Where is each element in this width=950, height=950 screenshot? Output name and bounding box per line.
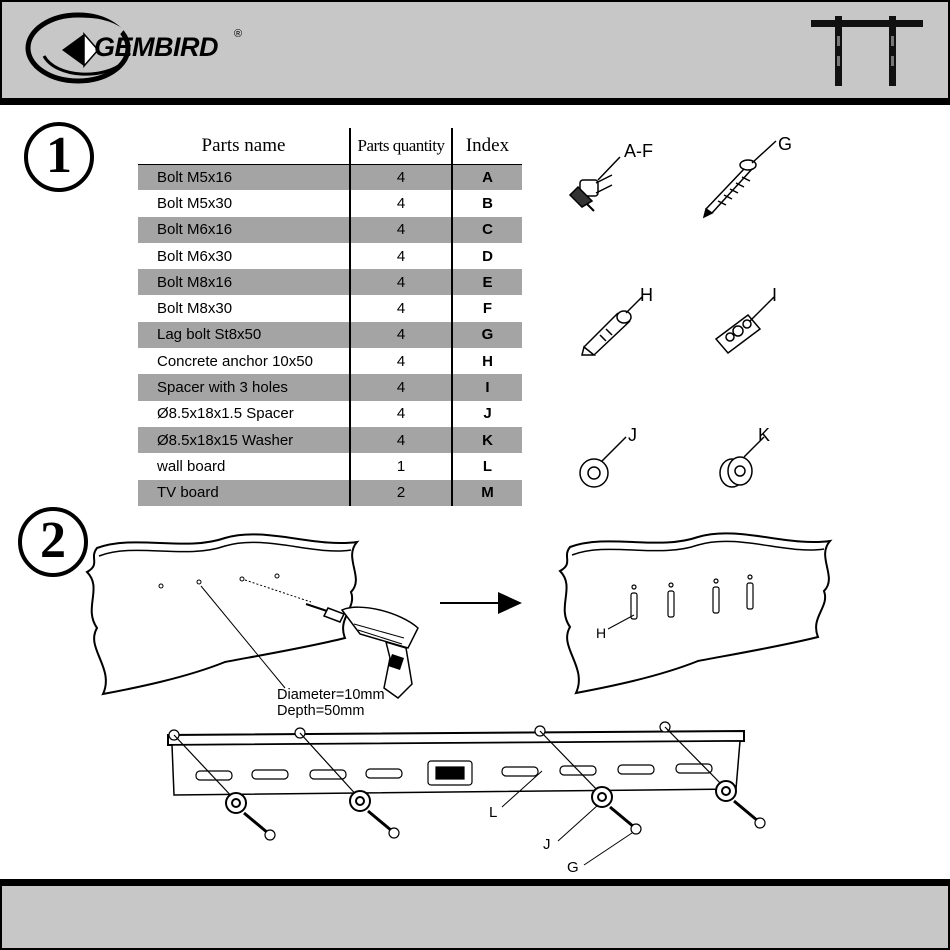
part-quantity: 4 — [349, 242, 453, 270]
anchor-label-h: H — [596, 625, 607, 641]
part-name: Spacer with 3 holes — [138, 374, 350, 401]
part-label-k: K — [758, 425, 771, 445]
arrow-right-icon — [440, 592, 522, 614]
rail-label-l: L — [489, 804, 498, 821]
spec-depth: Depth=50mm — [277, 703, 365, 719]
part-label-j: J — [628, 425, 637, 445]
part-index: A — [452, 164, 522, 191]
header-band: GEMBIRD ® — [0, 0, 950, 100]
part-index: L — [482, 457, 493, 475]
part-index: K — [452, 426, 522, 454]
parts-illustrations — [568, 140, 777, 488]
power-drill-icon — [305, 603, 419, 699]
part-quantity: 4 — [349, 400, 453, 427]
table-row: Bolt M6x30 4 D — [138, 242, 522, 270]
part-name: Ø8.5x18x15 Washer — [138, 426, 350, 454]
brand-name: GEMBIRD — [94, 32, 219, 62]
part-quantity: 4 — [349, 190, 453, 217]
gembird-logo-icon — [25, 12, 131, 84]
part-label-a-f: A-F — [624, 141, 653, 161]
bolt-icon — [568, 156, 621, 212]
tv-wall-mount-bracket-icon — [811, 16, 923, 86]
part-index: M — [452, 479, 522, 506]
table-row: Bolt M8x30 4 F — [138, 295, 522, 322]
part-quantity: 4 — [349, 348, 453, 375]
part-index: J — [483, 405, 492, 423]
part-label-g: G — [778, 134, 793, 154]
part-label-h: H — [640, 285, 653, 305]
part-index: F — [482, 300, 493, 318]
wall-drilling-icon — [85, 533, 360, 696]
part-name: wall board — [157, 457, 226, 475]
column-header-parts-quantity: Parts quantity — [349, 128, 453, 165]
rail-label-g: G — [567, 859, 579, 876]
step-number-2: 2 — [18, 507, 88, 577]
table-row: wall board 1 L — [138, 453, 522, 480]
part-quantity: 4 — [349, 374, 453, 401]
part-name: Bolt M5x30 — [157, 194, 233, 212]
part-name: Bolt M6x30 — [157, 247, 233, 265]
parts-table-header: Parts name Parts quantity Index — [138, 128, 522, 165]
part-quantity: 4 — [349, 216, 453, 243]
part-quantity: 4 — [349, 269, 453, 296]
spacer-three-holes-icon — [714, 296, 775, 355]
part-quantity: 4 — [349, 164, 453, 191]
parts-table: Parts name Parts quantity Index Bolt M5x… — [138, 128, 522, 506]
concrete-anchor-icon — [581, 296, 643, 356]
step-number-1: 1 — [24, 122, 94, 192]
part-index: I — [452, 374, 522, 401]
part-name: Ø8.5x18x1.5 Spacer — [157, 405, 294, 423]
spec-diameter: Diameter=10mm — [277, 687, 385, 703]
washer-icon — [719, 436, 765, 488]
drilling-spec: Diameter=10mm Depth=50mm — [277, 687, 385, 719]
flat-spacer-icon — [579, 436, 627, 488]
table-row: Ø8.5x18x1.5 Spacer 4 J — [138, 400, 522, 427]
wall-rail-assembly-icon — [167, 721, 766, 866]
table-row: Concrete anchor 10x50 4 H — [138, 348, 522, 375]
lag-bolt-icon — [702, 140, 777, 219]
footer-band — [0, 886, 950, 950]
part-name: Bolt M8x30 — [157, 300, 233, 318]
part-quantity: 2 — [349, 479, 453, 506]
header-divider — [0, 99, 950, 105]
part-quantity: 1 — [349, 453, 453, 480]
part-quantity: 4 — [349, 321, 453, 349]
part-quantity: 4 — [349, 426, 453, 454]
table-row: Bolt M5x30 4 B — [138, 190, 522, 217]
part-quantity: 4 — [349, 295, 453, 322]
column-header-index: Index — [452, 128, 522, 165]
part-name: Bolt M6x16 — [138, 216, 350, 243]
part-index: E — [452, 269, 522, 296]
rail-label-j: J — [543, 836, 551, 853]
wall-with-anchors-icon — [558, 532, 833, 695]
registered-mark: ® — [234, 28, 243, 40]
column-header-parts-name: Parts name — [138, 128, 350, 165]
part-index: D — [482, 247, 493, 265]
part-index: B — [482, 194, 493, 212]
part-index: G — [452, 321, 522, 349]
footer-divider — [0, 879, 950, 886]
part-name: Bolt M8x16 — [138, 269, 350, 296]
part-name: Concrete anchor 10x50 — [157, 352, 313, 370]
part-name: Lag bolt St8x50 — [138, 321, 350, 349]
part-index: C — [452, 216, 522, 243]
part-name: Bolt M5x16 — [138, 164, 350, 191]
part-index: H — [482, 352, 493, 370]
part-label-i: I — [772, 285, 778, 305]
part-name: TV board — [138, 479, 350, 506]
